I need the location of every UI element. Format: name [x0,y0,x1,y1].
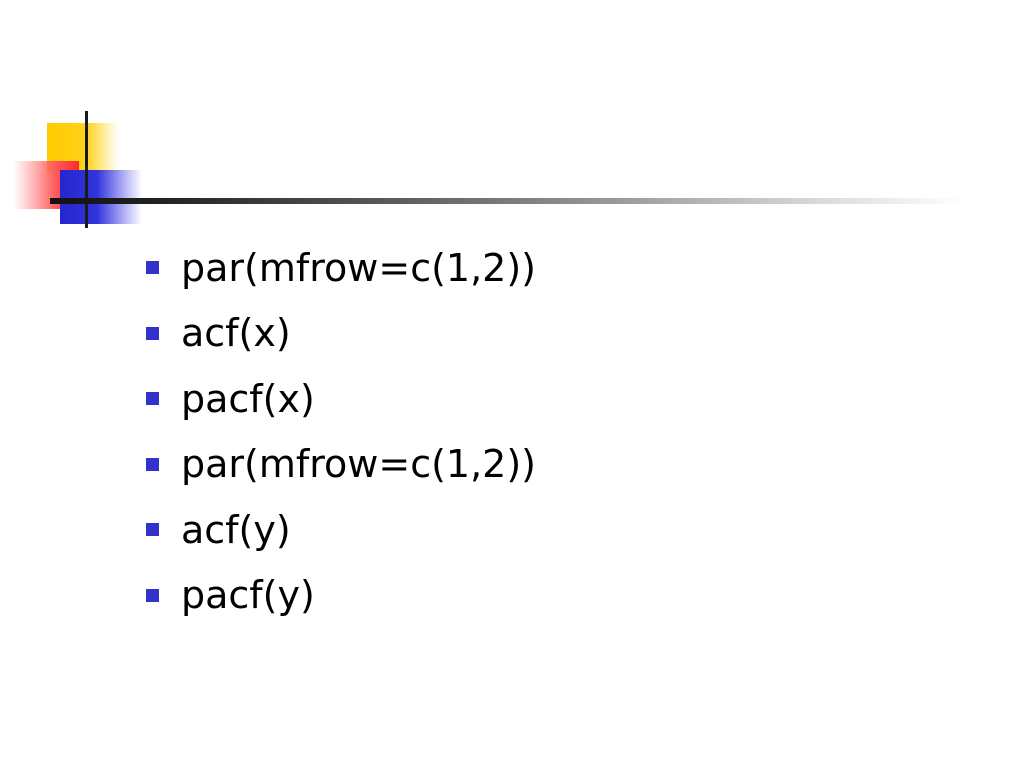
bullet-text: acf(x) [181,311,291,356]
square-bullet-icon [146,326,159,340]
list-item: par(mfrow=c(1,2)) [146,235,536,301]
square-bullet-icon [146,261,159,275]
square-bullet-icon [146,457,159,471]
bullet-text: par(mfrow=c(1,2)) [181,245,537,290]
decorative-vertical-line [85,111,88,228]
title-divider-line [50,198,965,204]
bullet-text: acf(y) [181,507,291,552]
bullet-text: pacf(y) [181,573,315,618]
square-bullet-icon [146,523,159,537]
list-item: acf(y) [146,497,536,563]
list-item: par(mfrow=c(1,2)) [146,432,536,498]
square-bullet-icon [146,588,159,602]
decorative-blue-square [60,170,142,224]
bullet-text: par(mfrow=c(1,2)) [181,442,537,487]
list-item: pacf(y) [146,563,536,629]
bullet-text: pacf(x) [181,376,315,421]
square-bullet-icon [146,392,159,406]
list-item: acf(x) [146,301,536,367]
bullet-list: par(mfrow=c(1,2)) acf(x) pacf(x) par(mfr… [146,235,536,628]
list-item: pacf(x) [146,366,536,432]
